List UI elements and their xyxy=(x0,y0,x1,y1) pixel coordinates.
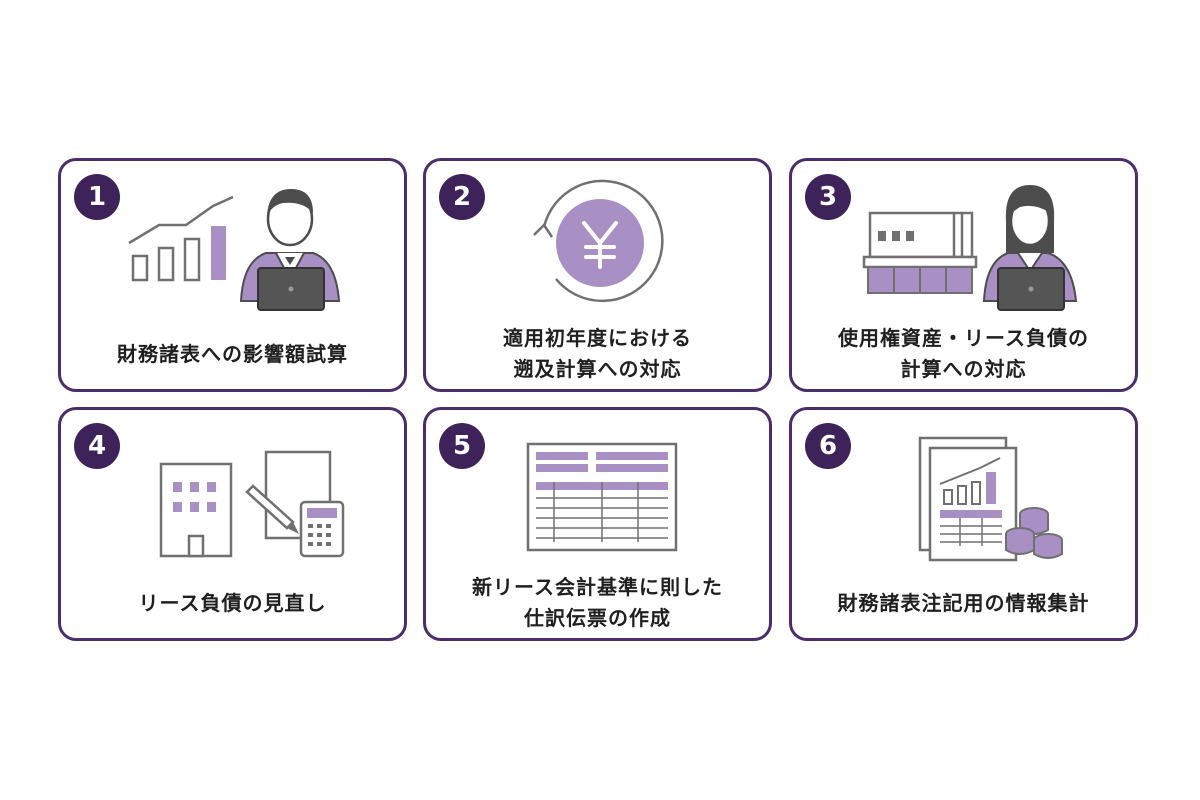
card-label: 財務諸表への影響額試算 xyxy=(117,342,348,366)
step-number-badge: 2 xyxy=(439,174,485,220)
card-2: 2 適用初年度における 遡及計算への対応 xyxy=(423,158,772,392)
card-label: 新リース会計基準に則した 仕訳伝票の作成 xyxy=(472,575,723,630)
ledger-table-icon xyxy=(526,442,678,552)
report-with-coins-icon xyxy=(918,436,1063,562)
card-4: 4 リース負債の見直し xyxy=(58,407,407,641)
card-6: 6 xyxy=(789,407,1138,641)
building-with-businesswoman-icon xyxy=(862,185,1078,311)
card-1: 1 財務諸表への影響額試算 xyxy=(58,158,407,392)
step-number-badge: 1 xyxy=(74,174,120,220)
chart-with-businessman-icon xyxy=(128,189,341,311)
office-document-calculator-icon xyxy=(159,450,345,558)
card-3: 3 使用 xyxy=(789,158,1138,392)
card-label: 財務諸表注記用の情報集計 xyxy=(837,591,1090,615)
card-label: 適用初年度における 遡及計算への対応 xyxy=(503,326,692,381)
yen-coin-cycle-icon xyxy=(533,179,664,303)
step-number-badge: 5 xyxy=(439,423,485,469)
step-number-badge: 4 xyxy=(74,423,120,469)
card-label: 使用権資産・リース負債の 計算への対応 xyxy=(838,326,1089,381)
step-number-badge: 3 xyxy=(805,174,851,220)
card-label: リース負債の見直し xyxy=(138,591,327,615)
card-5: 5 新リース会計基準に則した 仕訳伝票の作成 xyxy=(423,407,772,641)
step-number-badge: 6 xyxy=(805,423,851,469)
